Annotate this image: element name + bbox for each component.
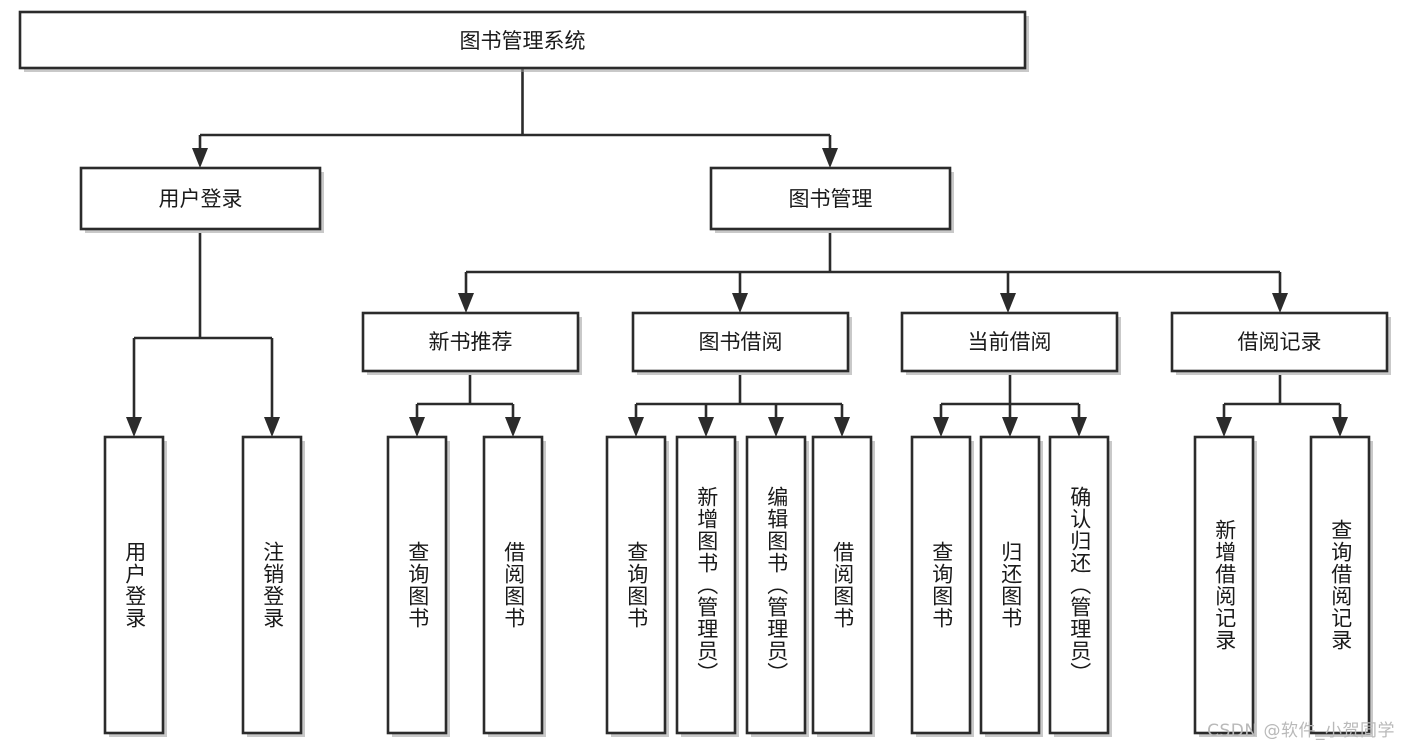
arrow-head-book-borrow-leaf-3 bbox=[834, 417, 850, 437]
leaf-box[interactable] bbox=[979, 435, 1041, 735]
leaf-box[interactable] bbox=[241, 435, 303, 735]
leaf-node-user-login-0[interactable] bbox=[103, 435, 167, 737]
node-current-borrow[interactable]: 当前借阅 bbox=[900, 311, 1121, 375]
leaf-box[interactable] bbox=[675, 435, 737, 735]
node-borrow-record-label: 借阅记录 bbox=[1238, 330, 1322, 354]
arrow-head-new-book bbox=[458, 293, 474, 313]
arrow-head-borrow-record-leaf-0 bbox=[1216, 417, 1232, 437]
connector-group-book-borrow bbox=[628, 375, 850, 437]
leaf-node-book-borrow-2[interactable] bbox=[745, 435, 809, 737]
arrow-head-user-login-leaf-1 bbox=[264, 417, 280, 437]
arrow-head-new-book-leaf-1 bbox=[505, 417, 521, 437]
connector-group-new-book bbox=[409, 375, 521, 437]
leaf-box[interactable] bbox=[482, 435, 544, 735]
node-new-book[interactable]: 新书推荐 bbox=[361, 311, 582, 375]
node-user-login-label: 用户登录 bbox=[159, 187, 243, 211]
arrow-head-current-borrow-leaf-2 bbox=[1071, 417, 1087, 437]
connector-group-borrow-record bbox=[1216, 375, 1348, 437]
leaf-node-borrow-record-1[interactable] bbox=[1309, 435, 1373, 737]
arrow-head-current-borrow-leaf-0 bbox=[933, 417, 949, 437]
connector-group-current-borrow bbox=[933, 375, 1087, 437]
leaf-node-current-borrow-2[interactable] bbox=[1048, 435, 1112, 737]
arrow-head-current-borrow bbox=[1000, 293, 1016, 313]
node-book-manage[interactable]: 图书管理 bbox=[709, 166, 954, 233]
arrow-head-borrow-record-leaf-1 bbox=[1332, 417, 1348, 437]
csdn-watermark: CSDN @软件_小贺同学 bbox=[1207, 721, 1395, 741]
arrow-head-book-manage bbox=[822, 148, 838, 168]
arrow-head-book-borrow bbox=[732, 293, 748, 313]
node-new-book-box[interactable] bbox=[361, 311, 580, 373]
node-book-borrow-box[interactable] bbox=[631, 311, 850, 373]
leaf-box[interactable] bbox=[745, 435, 807, 735]
arrow-head-user-login bbox=[192, 148, 208, 168]
node-user-login-box[interactable] bbox=[79, 166, 322, 231]
arrow-head-borrow-record bbox=[1272, 293, 1288, 313]
node-current-borrow-label: 当前借阅 bbox=[968, 330, 1052, 354]
leaf-box[interactable] bbox=[1309, 435, 1371, 735]
leaf-box[interactable] bbox=[605, 435, 667, 735]
leaf-box[interactable] bbox=[1193, 435, 1255, 735]
connector-group-user-login bbox=[126, 233, 280, 437]
leaf-node-book-borrow-0[interactable] bbox=[605, 435, 669, 737]
leaf-node-current-borrow-1[interactable] bbox=[979, 435, 1043, 737]
leaf-node-new-book-0[interactable] bbox=[386, 435, 450, 737]
leaf-node-borrow-record-0[interactable] bbox=[1193, 435, 1257, 737]
leaf-box[interactable] bbox=[1048, 435, 1110, 735]
leaf-node-current-borrow-0[interactable] bbox=[910, 435, 974, 737]
arrow-head-current-borrow-leaf-1 bbox=[1002, 417, 1018, 437]
arrow-head-book-borrow-leaf-0 bbox=[628, 417, 644, 437]
node-root-box[interactable] bbox=[18, 10, 1027, 70]
node-root-label: 图书管理系统 bbox=[460, 29, 586, 53]
connector-group-root bbox=[192, 68, 838, 168]
leaf-box[interactable] bbox=[386, 435, 448, 735]
leaf-node-new-book-1[interactable] bbox=[482, 435, 546, 737]
connector-group-book-manage bbox=[458, 233, 1288, 313]
leaf-node-book-borrow-3[interactable] bbox=[811, 435, 875, 737]
node-root[interactable]: 图书管理系统 bbox=[18, 10, 1029, 72]
leaf-node-book-borrow-1[interactable] bbox=[675, 435, 739, 737]
node-book-manage-box[interactable] bbox=[709, 166, 952, 231]
node-new-book-label: 新书推荐 bbox=[429, 330, 513, 354]
node-borrow-record-box[interactable] bbox=[1170, 311, 1389, 373]
leaf-box[interactable] bbox=[910, 435, 972, 735]
arrow-head-book-borrow-leaf-1 bbox=[698, 417, 714, 437]
node-book-manage-label: 图书管理 bbox=[789, 187, 873, 211]
leaf-box[interactable] bbox=[811, 435, 873, 735]
node-borrow-record[interactable]: 借阅记录 bbox=[1170, 311, 1391, 375]
node-book-borrow-label: 图书借阅 bbox=[699, 330, 783, 354]
leaf-node-user-login-1[interactable] bbox=[241, 435, 305, 737]
node-user-login[interactable]: 用户登录 bbox=[79, 166, 324, 233]
arrow-head-new-book-leaf-0 bbox=[409, 417, 425, 437]
node-current-borrow-box[interactable] bbox=[900, 311, 1119, 373]
arrow-head-book-borrow-leaf-2 bbox=[768, 417, 784, 437]
leaf-box[interactable] bbox=[103, 435, 165, 735]
arrow-head-user-login-leaf-0 bbox=[126, 417, 142, 437]
node-book-borrow[interactable]: 图书借阅 bbox=[631, 311, 852, 375]
